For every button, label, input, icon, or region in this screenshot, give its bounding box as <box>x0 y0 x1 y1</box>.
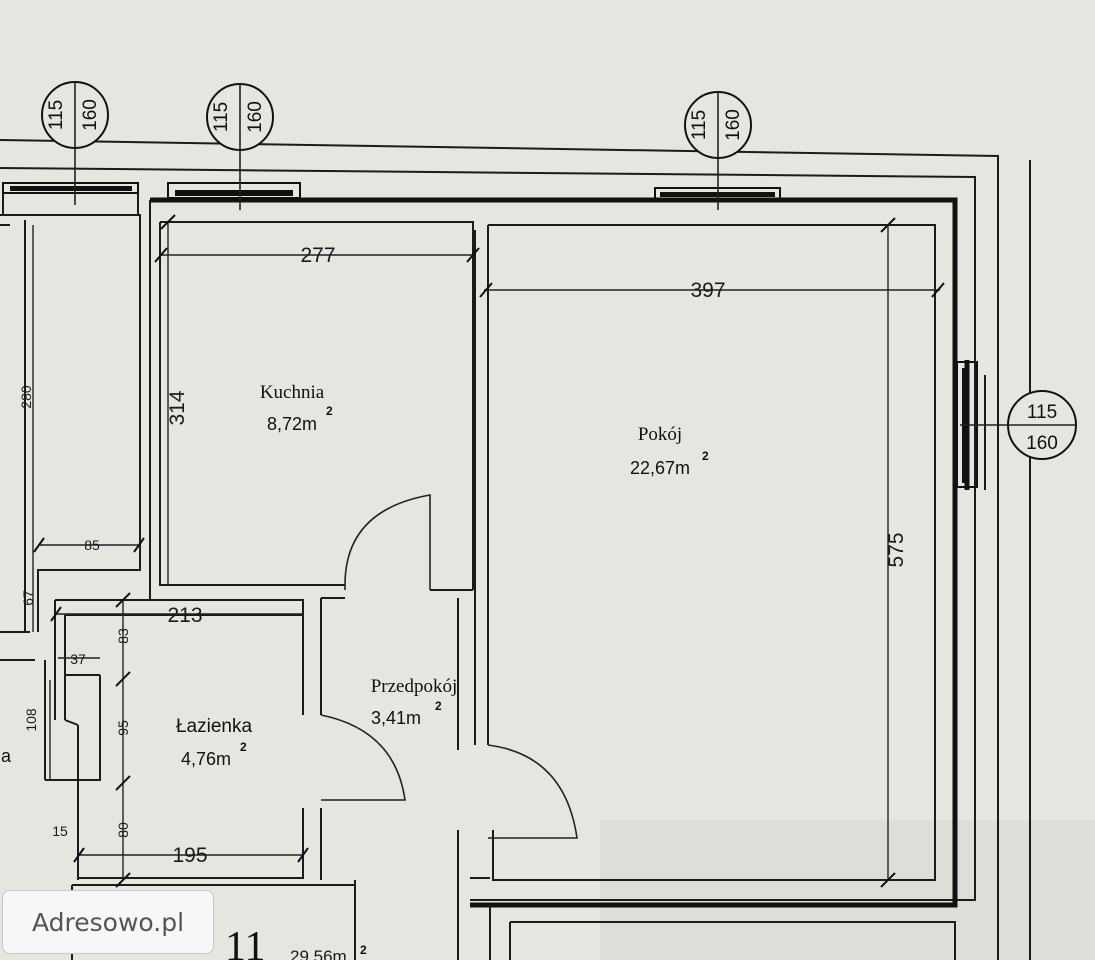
dim-living-height: 575 <box>885 532 908 567</box>
window-tag-top: 115 <box>1027 402 1057 423</box>
dimension-lines <box>32 214 945 888</box>
door-living <box>487 744 578 839</box>
window-tag: 115 160 <box>41 81 109 149</box>
window-tag: 115 160 <box>684 91 752 159</box>
window-tag-bottom: 160 <box>723 109 744 141</box>
interior-walls <box>0 190 956 960</box>
room-area-hall-sup: 2 <box>435 699 442 713</box>
partial-unit-area-sup: 2 <box>360 943 367 957</box>
window-tag-bottom: 160 <box>245 101 266 133</box>
room-area-kitchen-sup: 2 <box>326 404 333 418</box>
window-tag-bottom: 160 <box>80 99 101 131</box>
dim-bath-top: 213 <box>167 604 202 627</box>
dim-left-width: 85 <box>84 537 100 553</box>
window-tag-top: 115 <box>689 110 710 140</box>
room-area-living: 22,67m <box>630 458 690 478</box>
window-tag: 115 160 <box>1007 390 1077 460</box>
shadow-area <box>600 820 1095 960</box>
dim-bath-15: 15 <box>52 823 68 839</box>
dim-bath-bottom: 195 <box>172 844 207 867</box>
room-area-bath-sup: 2 <box>240 740 247 754</box>
dim-bath-83: 83 <box>115 628 131 644</box>
dim-bath-37: 37 <box>70 651 86 667</box>
room-area-kitchen: 8,72m <box>267 414 317 434</box>
dim-left-67: 67 <box>20 590 36 606</box>
window-tag-top: 115 <box>46 100 67 130</box>
dim-bath-95: 95 <box>115 720 131 736</box>
room-area-hall: 3,41m <box>371 708 421 728</box>
window-tag-top: 115 <box>211 102 232 132</box>
room-area-bath: 4,76m <box>181 749 231 769</box>
dim-kitchen-height: 314 <box>166 390 189 425</box>
dim-left-height: 280 <box>18 385 34 409</box>
room-name-living: Pokój <box>638 424 682 445</box>
partial-left-letter: a <box>1 746 12 766</box>
dim-bath-80: 80 <box>115 822 131 838</box>
partial-unit-area: 29,56m <box>290 947 347 960</box>
partial-unit-number: 11 <box>225 924 265 960</box>
door-kitchen <box>344 494 431 590</box>
room-name-kitchen: Kuchnia <box>260 382 325 403</box>
door-bathroom <box>320 714 406 801</box>
room-name-hall: Przedpokój <box>371 676 458 697</box>
dim-kitchen-width: 277 <box>300 244 335 267</box>
room-area-living-sup: 2 <box>702 449 709 463</box>
dim-bath-108: 108 <box>23 708 39 732</box>
window-tag: 115 160 <box>206 83 274 151</box>
dim-living-width: 397 <box>690 279 725 302</box>
window-tag-bottom: 160 <box>1026 433 1058 454</box>
room-name-bath: Łazienka <box>176 716 252 737</box>
watermark-badge: Adresowo.pl <box>2 890 214 954</box>
watermark-text: Adresowo.pl <box>31 907 185 937</box>
window-leaders <box>74 148 1010 426</box>
